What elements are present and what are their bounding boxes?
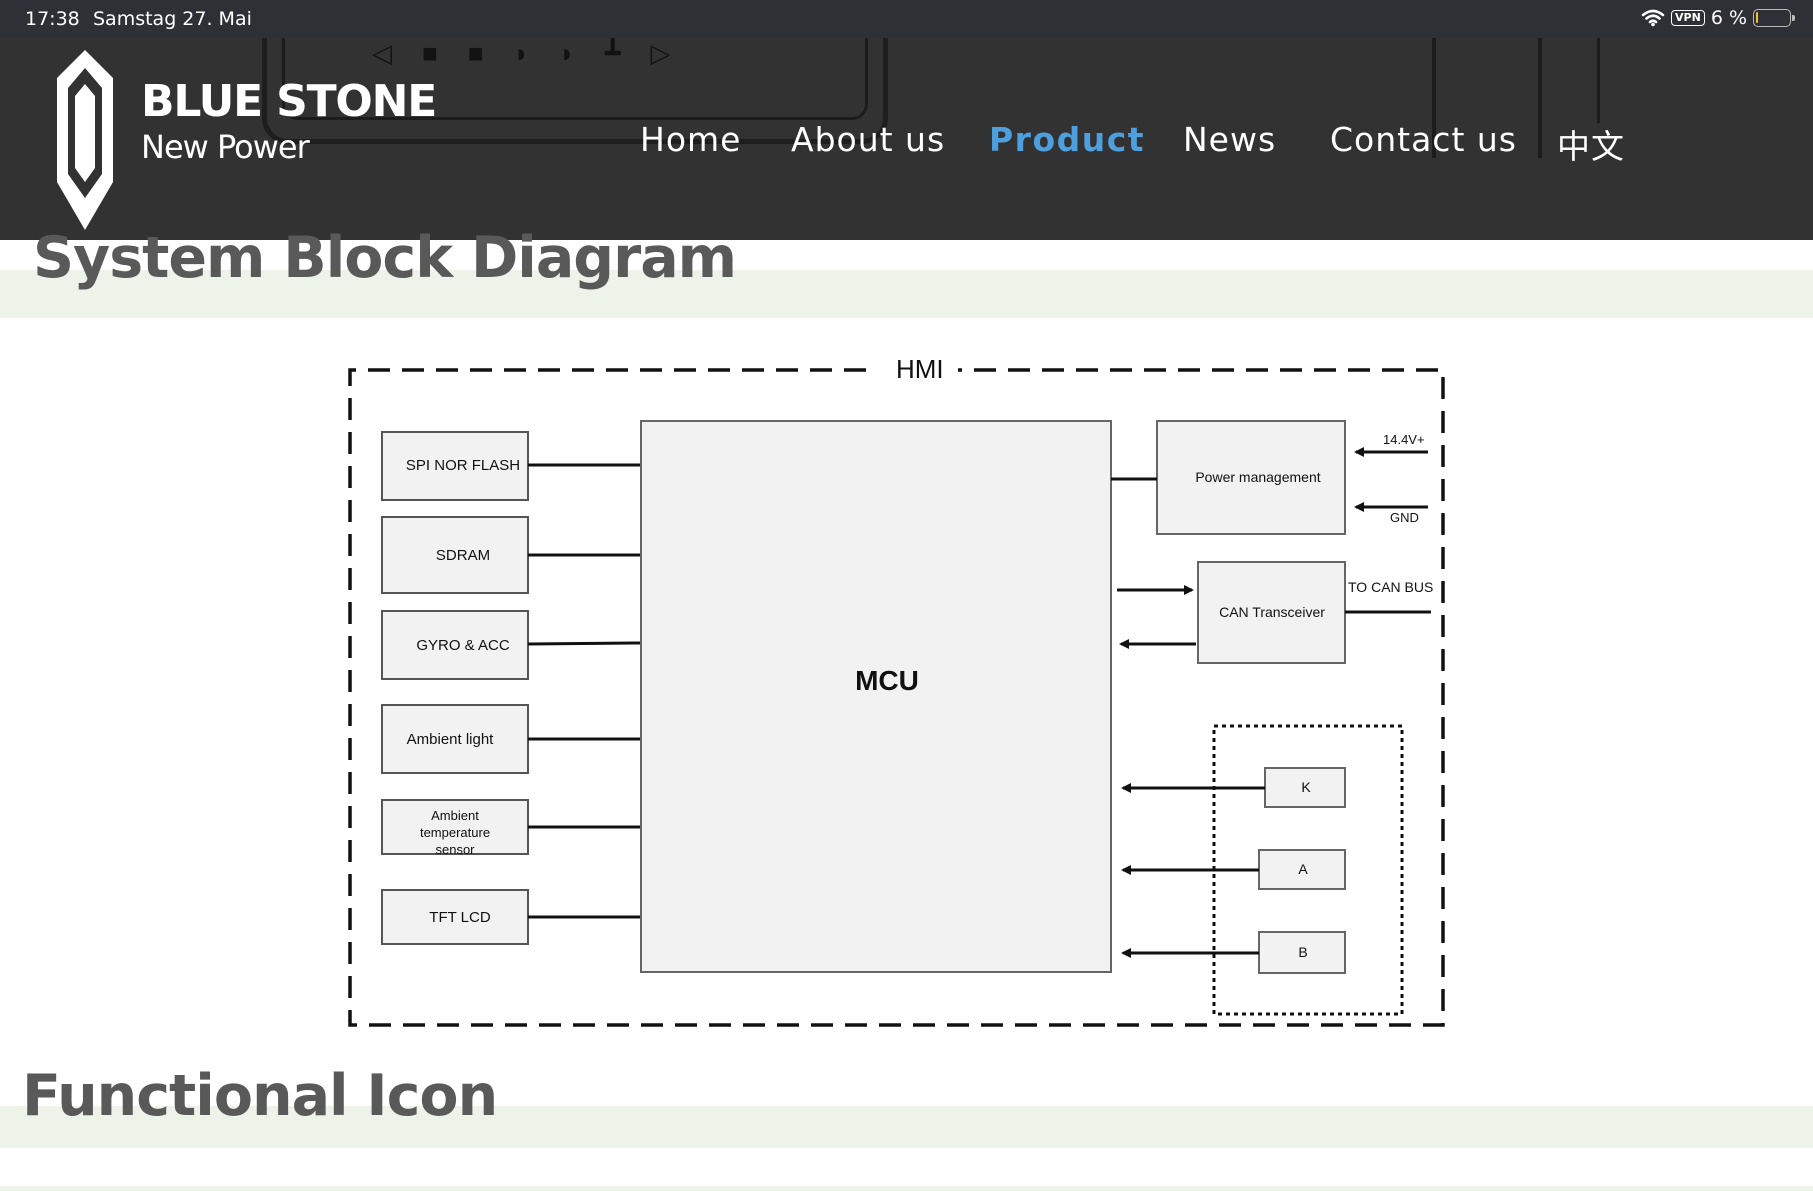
block-can-transceiver [1197, 561, 1346, 664]
connector-gyro [527, 641, 642, 646]
brand-name: BLUE STONE [141, 76, 437, 127]
label-key-a: A [1298, 861, 1308, 877]
label-key-b: B [1298, 944, 1307, 960]
block-ambient-light [381, 704, 529, 774]
block-spi-nor-flash [381, 431, 529, 501]
block-power-management [1156, 420, 1346, 535]
status-date: Samstag 27. Mai [93, 8, 252, 30]
page-bottom-band [0, 1186, 1813, 1191]
label-gnd: GND [1390, 510, 1419, 525]
label-mcu: MCU [855, 665, 919, 696]
background-device-image [262, 38, 888, 144]
site-header: ◁■■◗◗┻▷ [0, 38, 1813, 240]
nav-product[interactable]: Product [989, 120, 1146, 159]
background-bracket [1432, 38, 1542, 158]
label-spi-nor-flash: SPI NOR FLASH [406, 457, 520, 474]
label-key-k: K [1301, 779, 1311, 795]
status-bar: 17:38 Samstag 27. Mai VPN 6 % [0, 0, 1813, 38]
label-14v: 14.4V+ [1383, 432, 1425, 447]
section-band-functional [0, 1106, 1813, 1148]
brand-tagline: New Power [141, 128, 310, 166]
nav-about-us[interactable]: About us [791, 120, 946, 159]
battery-icon [1753, 9, 1795, 27]
label-power-management: Power management [1195, 469, 1320, 485]
nav-contact-us[interactable]: Contact us [1330, 120, 1517, 159]
label-ambient-light: Ambient light [407, 731, 495, 748]
block-gyro-acc [381, 610, 529, 680]
label-to-can-bus: TO CAN BUS [1348, 579, 1433, 595]
wifi-icon [1641, 9, 1665, 27]
label-gyro-acc: GYRO & ACC [416, 637, 510, 654]
section-title-functional-icon: Functional Icon [22, 1063, 498, 1129]
background-device-screen [282, 38, 868, 120]
nav-home[interactable]: Home [640, 120, 742, 159]
section-title-system-block: System Block Diagram [33, 225, 737, 291]
block-mcu [640, 420, 1112, 973]
label-can-transceiver: CAN Transceiver [1219, 604, 1325, 620]
hmi-label: HMI [896, 354, 944, 384]
status-indicators: VPN 6 % [1641, 7, 1795, 29]
battery-percent: 6 % [1710, 7, 1747, 29]
brand[interactable]: BLUE STONE New Power [141, 76, 437, 166]
vpn-badge: VPN [1671, 10, 1705, 26]
block-key-a [1258, 849, 1346, 890]
status-time: 17:38 [25, 8, 80, 30]
block-ambient-temperature [381, 799, 529, 855]
label-sdram: SDRAM [436, 547, 490, 564]
background-device-icons: ◁■■◗◗┻▷ [372, 38, 671, 68]
block-key-k [1264, 767, 1346, 808]
battery-level [1756, 12, 1758, 23]
blue-stone-logo-icon[interactable] [53, 48, 117, 232]
block-sdram [381, 516, 529, 594]
background-bracket-edge [1545, 38, 1600, 123]
block-tft-lcd [381, 889, 529, 945]
nav-news[interactable]: News [1183, 120, 1277, 159]
section-band [0, 270, 1813, 318]
nav-language-chinese[interactable]: 中文 [1557, 127, 1625, 166]
hmi-frame [348, 368, 1445, 1027]
label-tft-lcd: TFT LCD [429, 909, 491, 926]
